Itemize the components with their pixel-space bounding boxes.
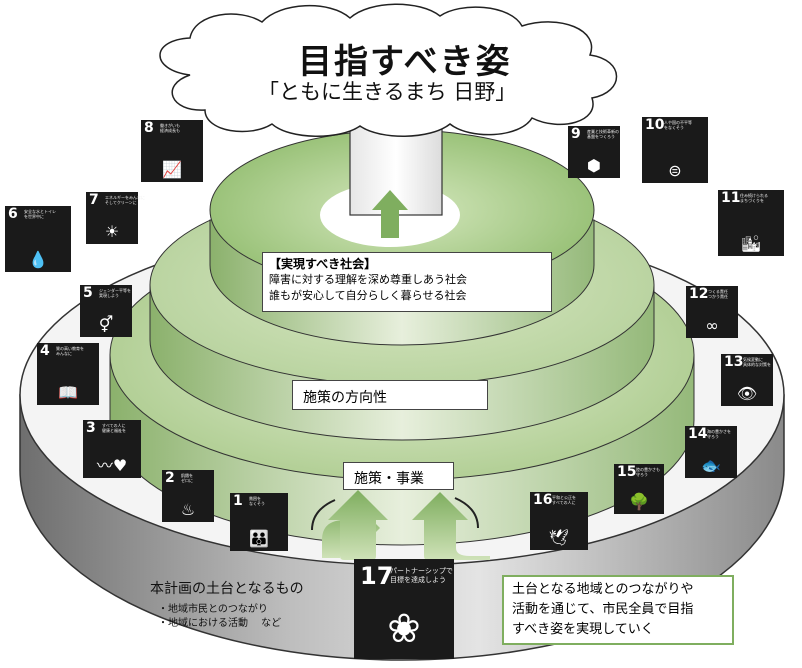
sdg-10-tile: 10 人や国の不平等 をなくそう ⊜	[642, 117, 708, 183]
dove-icon: 🕊	[548, 528, 570, 547]
sdg-17-tile: 17 パートナーシップで 目標を達成しよう ❀	[354, 559, 454, 659]
society-heading: 【実現すべき社会】	[269, 257, 377, 271]
sdg-8-tile: 8 働きがいも 経済成長も 📈	[141, 120, 203, 182]
sdg-13-label: 気候変動に 具体的な対策を	[743, 357, 771, 367]
sdg-8-number: 8	[144, 120, 154, 136]
result-line-2: 活動を通じて、市民全員で目指	[512, 602, 694, 617]
curve-left	[311, 499, 336, 531]
sdg-5-label: ジェンダー平等を 実現しよう	[99, 288, 131, 298]
society-line-1: 障害に対する理解を深め尊重しあう社会	[269, 273, 467, 286]
sdg-10-label: 人や国の不平等 をなくそう	[664, 120, 692, 130]
measures-box: 施策・事業	[343, 462, 454, 490]
sdg-4-label: 質の高い教育を みんなに	[56, 346, 84, 356]
sdg-1-number: 1	[233, 493, 243, 509]
sdg-17-label: パートナーシップで 目標を達成しよう	[390, 567, 453, 584]
sdg-1-tile: 1 貧困を なくそう 👪	[230, 493, 288, 551]
family-icon: 👪	[249, 529, 269, 548]
sdg-16-tile: 16 平和と公正を すべての人に 🕊	[530, 492, 588, 550]
book-icon: 📖	[58, 383, 78, 402]
sdg-4-tile: 4 質の高い教育を みんなに 📖	[37, 343, 99, 405]
sdg-14-tile: 14 海の豊かさを 守ろう 🐟	[685, 426, 737, 478]
cloud-shape	[159, 3, 618, 137]
result-line-3: すべき姿を実現していく	[512, 622, 654, 637]
sdg-2-label: 飢餓を ゼロに	[181, 473, 193, 483]
sdg-7-tile: 7 エネルギーをみんなに そしてクリーンに ☀	[86, 192, 145, 244]
sdg-14-number: 14	[688, 426, 708, 442]
sdg-15-label: 陸の豊かさも 守ろう	[636, 467, 660, 477]
rings-icon: ❀	[387, 606, 421, 652]
sdg-2-number: 2	[165, 470, 175, 486]
foundation-item-2: ・地域における活動 など	[158, 618, 282, 629]
city-icon: 🏙	[740, 234, 762, 253]
eye-globe-icon: 👁	[736, 384, 758, 403]
curve-right	[454, 497, 479, 529]
sdg-4-number: 4	[40, 343, 50, 359]
sdg-9-label: 産業と技術革新の 基盤をつくろう	[587, 129, 619, 139]
foundation-heading: 本計画の土台となるもの	[150, 581, 304, 597]
society-line-2: 誰もが安心して自分らしく暮らせる社会	[269, 289, 467, 302]
sdg-6-tile: 6 安全な水とトイレ を世界中に 💧	[5, 206, 71, 272]
growth-chart-icon: 📈	[162, 160, 182, 179]
sdg-6-number: 6	[8, 206, 18, 222]
sdg-8-label: 働きがいも 経済成長も	[160, 123, 180, 133]
fish-icon: 🐟	[701, 456, 721, 475]
sun-icon: ☀	[104, 222, 120, 241]
policy-direction-label: 施策の方向性	[303, 390, 387, 406]
sdg-2-tile: 2 飢餓を ゼロに ♨	[162, 470, 214, 522]
sdg-12-number: 12	[689, 286, 709, 302]
sdg-6-label: 安全な水とトイレ を世界中に	[24, 209, 56, 219]
sdg-11-number: 11	[721, 190, 741, 206]
sdg-5-number: 5	[83, 285, 93, 301]
sdg-15-number: 15	[617, 464, 637, 480]
policy-direction-box: 施策の方向性	[292, 380, 488, 410]
sdg-13-tile: 13 気候変動に 具体的な対策を 👁	[721, 354, 773, 406]
water-drop-icon: 💧	[28, 250, 48, 269]
sdg-9-tile: 9 産業と技術革新の 基盤をつくろう ⬢	[568, 126, 620, 178]
sdg-17-number: 17	[360, 562, 394, 590]
sdg-9-number: 9	[571, 126, 581, 142]
sdg-11-tile: 11 住み続けられる まちづくりを 🏙	[718, 190, 784, 256]
page-subtitle: 「ともに生きるまち 日野」	[258, 80, 517, 104]
result-box: 土台となる地域とのつながりや 活動を通じて、市民全員で目指 すべき姿を実現してい…	[502, 575, 734, 645]
bottom-right-arrow-body	[412, 492, 490, 560]
foundation-item-1: ・地域市民とのつながり	[158, 604, 268, 615]
sdg-5-tile: 5 ジェンダー平等を 実現しよう ⚥	[80, 285, 132, 337]
cubes-icon: ⬢	[587, 156, 601, 175]
sdg-12-label: つくる責任 つかう責任	[708, 289, 728, 299]
measures-label: 施策・事業	[354, 471, 424, 487]
center-up-arrow	[372, 190, 408, 238]
sdg-16-label: 平和と公正を すべての人に	[552, 495, 576, 505]
sdg-7-label: エネルギーをみんなに そしてクリーンに	[105, 195, 145, 205]
sdg-1-label: 貧困を なくそう	[249, 496, 265, 506]
society-box: 【実現すべき社会】 障害に対する理解を深め尊重しあう社会 誰もが安心して自分らし…	[262, 252, 552, 312]
infinity-icon: ∞	[705, 316, 719, 335]
sdg-3-number: 3	[86, 420, 96, 436]
gender-icon: ⚥	[98, 315, 114, 334]
result-line-1: 土台となる地域とのつながりや	[512, 582, 694, 597]
tree-icon: 🌳	[629, 492, 649, 511]
page-title: 目指すべき姿	[298, 42, 512, 82]
sdg-11-label: 住み続けられる まちづくりを	[740, 193, 768, 203]
sdg-14-label: 海の豊かさを 守ろう	[707, 429, 731, 439]
sdg-10-number: 10	[645, 117, 665, 133]
bowl-icon: ♨	[180, 500, 196, 519]
sdg-16-number: 16	[533, 492, 553, 508]
heartbeat-icon: 〰♥	[96, 456, 128, 475]
sdg-3-tile: 3 すべての人に 健康と福祉を 〰♥	[83, 420, 141, 478]
sdg-7-number: 7	[89, 192, 99, 208]
sdg-15-tile: 15 陸の豊かさも 守ろう 🌳	[614, 464, 664, 514]
sdg-3-label: すべての人に 健康と福祉を	[102, 423, 126, 433]
bottom-left-arrow-body	[328, 490, 388, 560]
sdg-12-tile: 12 つくる責任 つかう責任 ∞	[686, 286, 738, 338]
equality-icon: ⊜	[668, 161, 682, 180]
sdg-13-number: 13	[724, 354, 744, 370]
